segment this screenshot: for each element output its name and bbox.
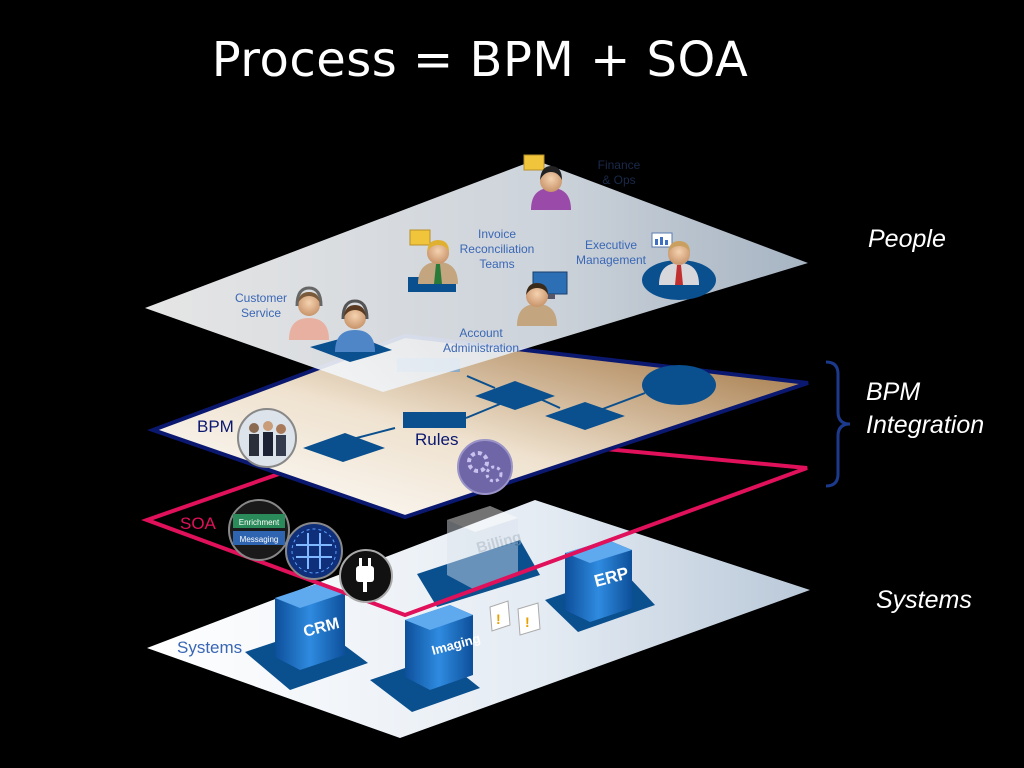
svg-text:& Ops: & Ops [602,173,635,187]
bpm-integration-bracket [825,360,851,488]
account-admin-person-icon [517,271,568,326]
svg-text:Account: Account [459,326,503,340]
team-photo-icon [237,408,297,468]
network-grid-icon [285,522,343,580]
svg-text:Teams: Teams [479,257,514,271]
plug-icon [339,549,393,603]
process-node [403,412,466,428]
bpm-integration-title: BPM Integration [866,376,984,442]
warning-document-icon: ! ! [489,600,541,636]
finance-ops-label: Finance & Ops [598,158,641,187]
executive-person-icon [651,232,699,285]
svg-text:Administration: Administration [443,341,519,355]
svg-text:Finance: Finance [598,158,641,172]
crm-system-icon: CRM [275,583,345,670]
customer-service-person-icon [289,286,329,340]
bpm-layer-label: BPM [197,417,234,436]
svg-text:Management: Management [576,253,647,267]
people-layer-title: People [868,225,946,253]
account-administration-label: Account Administration [443,326,519,355]
messaging-label: Messaging [240,535,279,544]
process-node [475,381,555,410]
svg-text:!: ! [496,611,501,627]
customer-service-label: Customer Service [235,291,287,320]
customer-service-agent-icon [335,299,375,352]
finance-ops-person-icon [523,154,571,210]
enrichment-messaging-icon: Enrichment Messaging [228,499,290,561]
svg-text:Service: Service [241,306,281,320]
process-node [303,433,385,462]
bpm-integration-line1: BPM [866,378,921,406]
bpm-integration-line2: Integration [866,411,985,439]
svg-text:Invoice: Invoice [478,227,516,241]
slide-title: Process = BPM + SOA [211,32,749,88]
invoice-team-person-icon [409,229,458,284]
people-plane [145,160,808,392]
svg-text:Reconciliation: Reconciliation [460,242,535,256]
svg-text:Executive: Executive [585,238,637,252]
rules-label: Rules [415,430,458,449]
systems-layer-title: Systems [876,586,972,614]
enrichment-label: Enrichment [239,518,280,527]
invoice-teams-label: Invoice Reconciliation Teams [460,227,535,271]
svg-text:Customer: Customer [235,291,287,305]
process-end-node [642,365,716,405]
imaging-system-icon: Imaging [405,605,482,690]
executive-management-label: Executive Management [576,238,647,267]
svg-text:!: ! [525,614,530,630]
soa-layer-label: SOA [180,514,217,533]
erp-system-icon: ERP [565,540,632,622]
systems-layer-label: Systems [177,638,242,657]
billing-system-icon: Billing [447,506,523,590]
rules-gear-icon [457,439,513,495]
